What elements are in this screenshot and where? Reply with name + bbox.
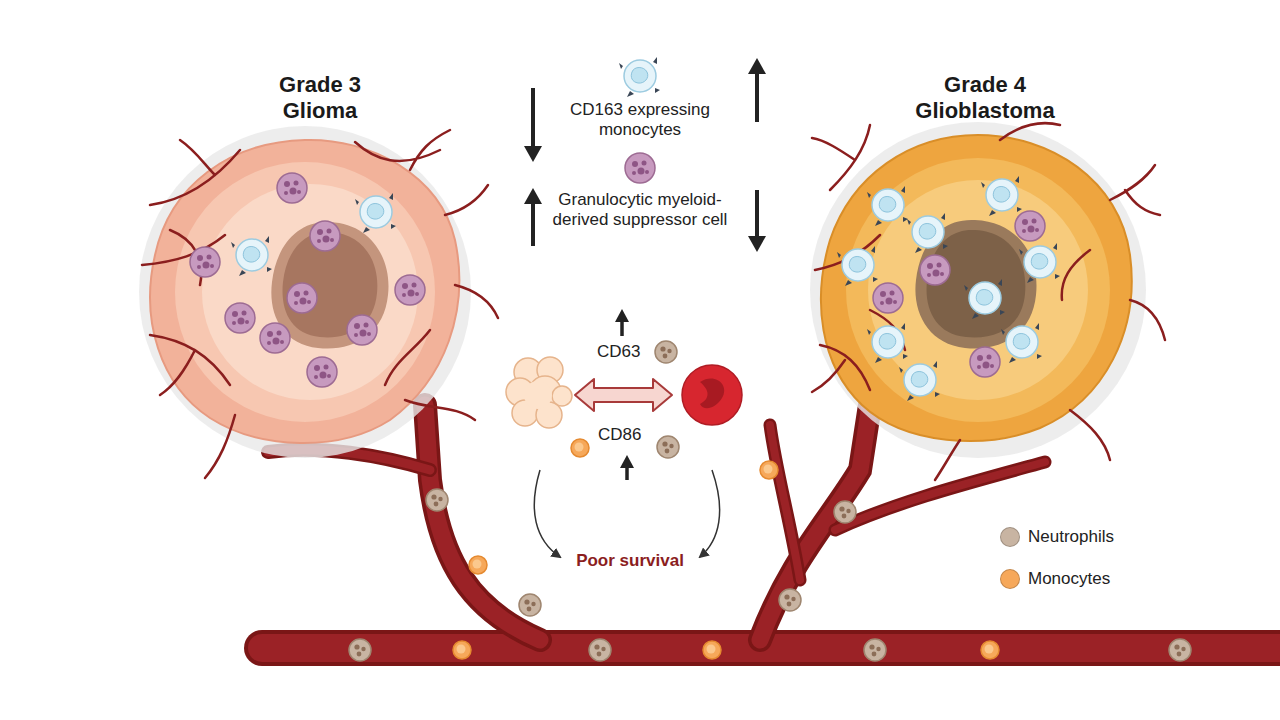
cd163-monocyte bbox=[981, 176, 1022, 216]
gmdsc-cell bbox=[873, 283, 903, 313]
legend-swatch bbox=[1000, 527, 1020, 547]
red-blood-cell bbox=[682, 365, 742, 425]
cd163-monocyte bbox=[1001, 323, 1042, 363]
cd163-monocyte bbox=[355, 193, 396, 233]
trend-arrows bbox=[524, 58, 766, 480]
cd163-monocyte bbox=[964, 279, 1005, 319]
tumor-region: Grade 3 Glioma bbox=[150, 72, 490, 462]
neutrophil-icon bbox=[657, 436, 679, 458]
grade3-tumor bbox=[139, 126, 498, 478]
tumor-heading: Grade 3 Glioma bbox=[264, 72, 376, 124]
survival-arrows bbox=[534, 470, 719, 557]
circulating-cells bbox=[349, 461, 1191, 661]
blood-vessels bbox=[262, 405, 1280, 648]
marker-label: CD63 bbox=[597, 342, 640, 362]
marker-label: CD86 bbox=[598, 425, 641, 445]
gmdsc-cell bbox=[287, 283, 317, 313]
outcome-label: Poor survival bbox=[550, 551, 710, 571]
grade4-tumor bbox=[810, 122, 1165, 480]
legend-row: Neutrophils bbox=[1000, 527, 1114, 547]
gmdsc-icon bbox=[625, 153, 655, 183]
gmdsc-cell bbox=[310, 221, 340, 251]
monocyte-icon bbox=[571, 439, 589, 457]
cd163-monocyte bbox=[899, 361, 940, 401]
legend-swatch bbox=[1000, 569, 1020, 589]
gmdsc-cell bbox=[920, 255, 950, 285]
cd163-monocyte-icon bbox=[619, 57, 660, 97]
cd163-monocyte bbox=[867, 186, 908, 226]
gmdsc-cell bbox=[277, 173, 307, 203]
cd163-monocyte bbox=[907, 213, 948, 253]
tumor-cell-clump bbox=[506, 357, 572, 428]
gmdsc-cell bbox=[347, 315, 377, 345]
cd163-monocyte bbox=[867, 323, 908, 363]
gmdsc-cell bbox=[307, 357, 337, 387]
cd163-monocyte bbox=[231, 236, 272, 276]
cell-label: CD163 expressing monocytes bbox=[550, 100, 730, 141]
cd163-monocyte bbox=[837, 246, 878, 286]
gmdsc-cell bbox=[1015, 211, 1045, 241]
tumor-region: Grade 4 Glioblastoma bbox=[810, 72, 1160, 462]
tumor-heading: Grade 4 Glioblastoma bbox=[903, 72, 1068, 124]
legend-text: Monocytes bbox=[1028, 569, 1110, 589]
neutrophil-icon bbox=[655, 341, 677, 363]
legend-text: Neutrophils bbox=[1028, 527, 1114, 547]
gmdsc-cell bbox=[190, 247, 220, 277]
legend-row: Monocytes bbox=[1000, 569, 1110, 589]
cell-label: Granulocytic myeloid-derived suppressor … bbox=[550, 190, 730, 231]
gmdsc-cell bbox=[260, 323, 290, 353]
cd163-monocyte bbox=[1019, 243, 1060, 283]
gmdsc-cell bbox=[225, 303, 255, 333]
interaction-arrow bbox=[575, 379, 672, 411]
gmdsc-cell bbox=[970, 347, 1000, 377]
gmdsc-cell bbox=[395, 275, 425, 305]
